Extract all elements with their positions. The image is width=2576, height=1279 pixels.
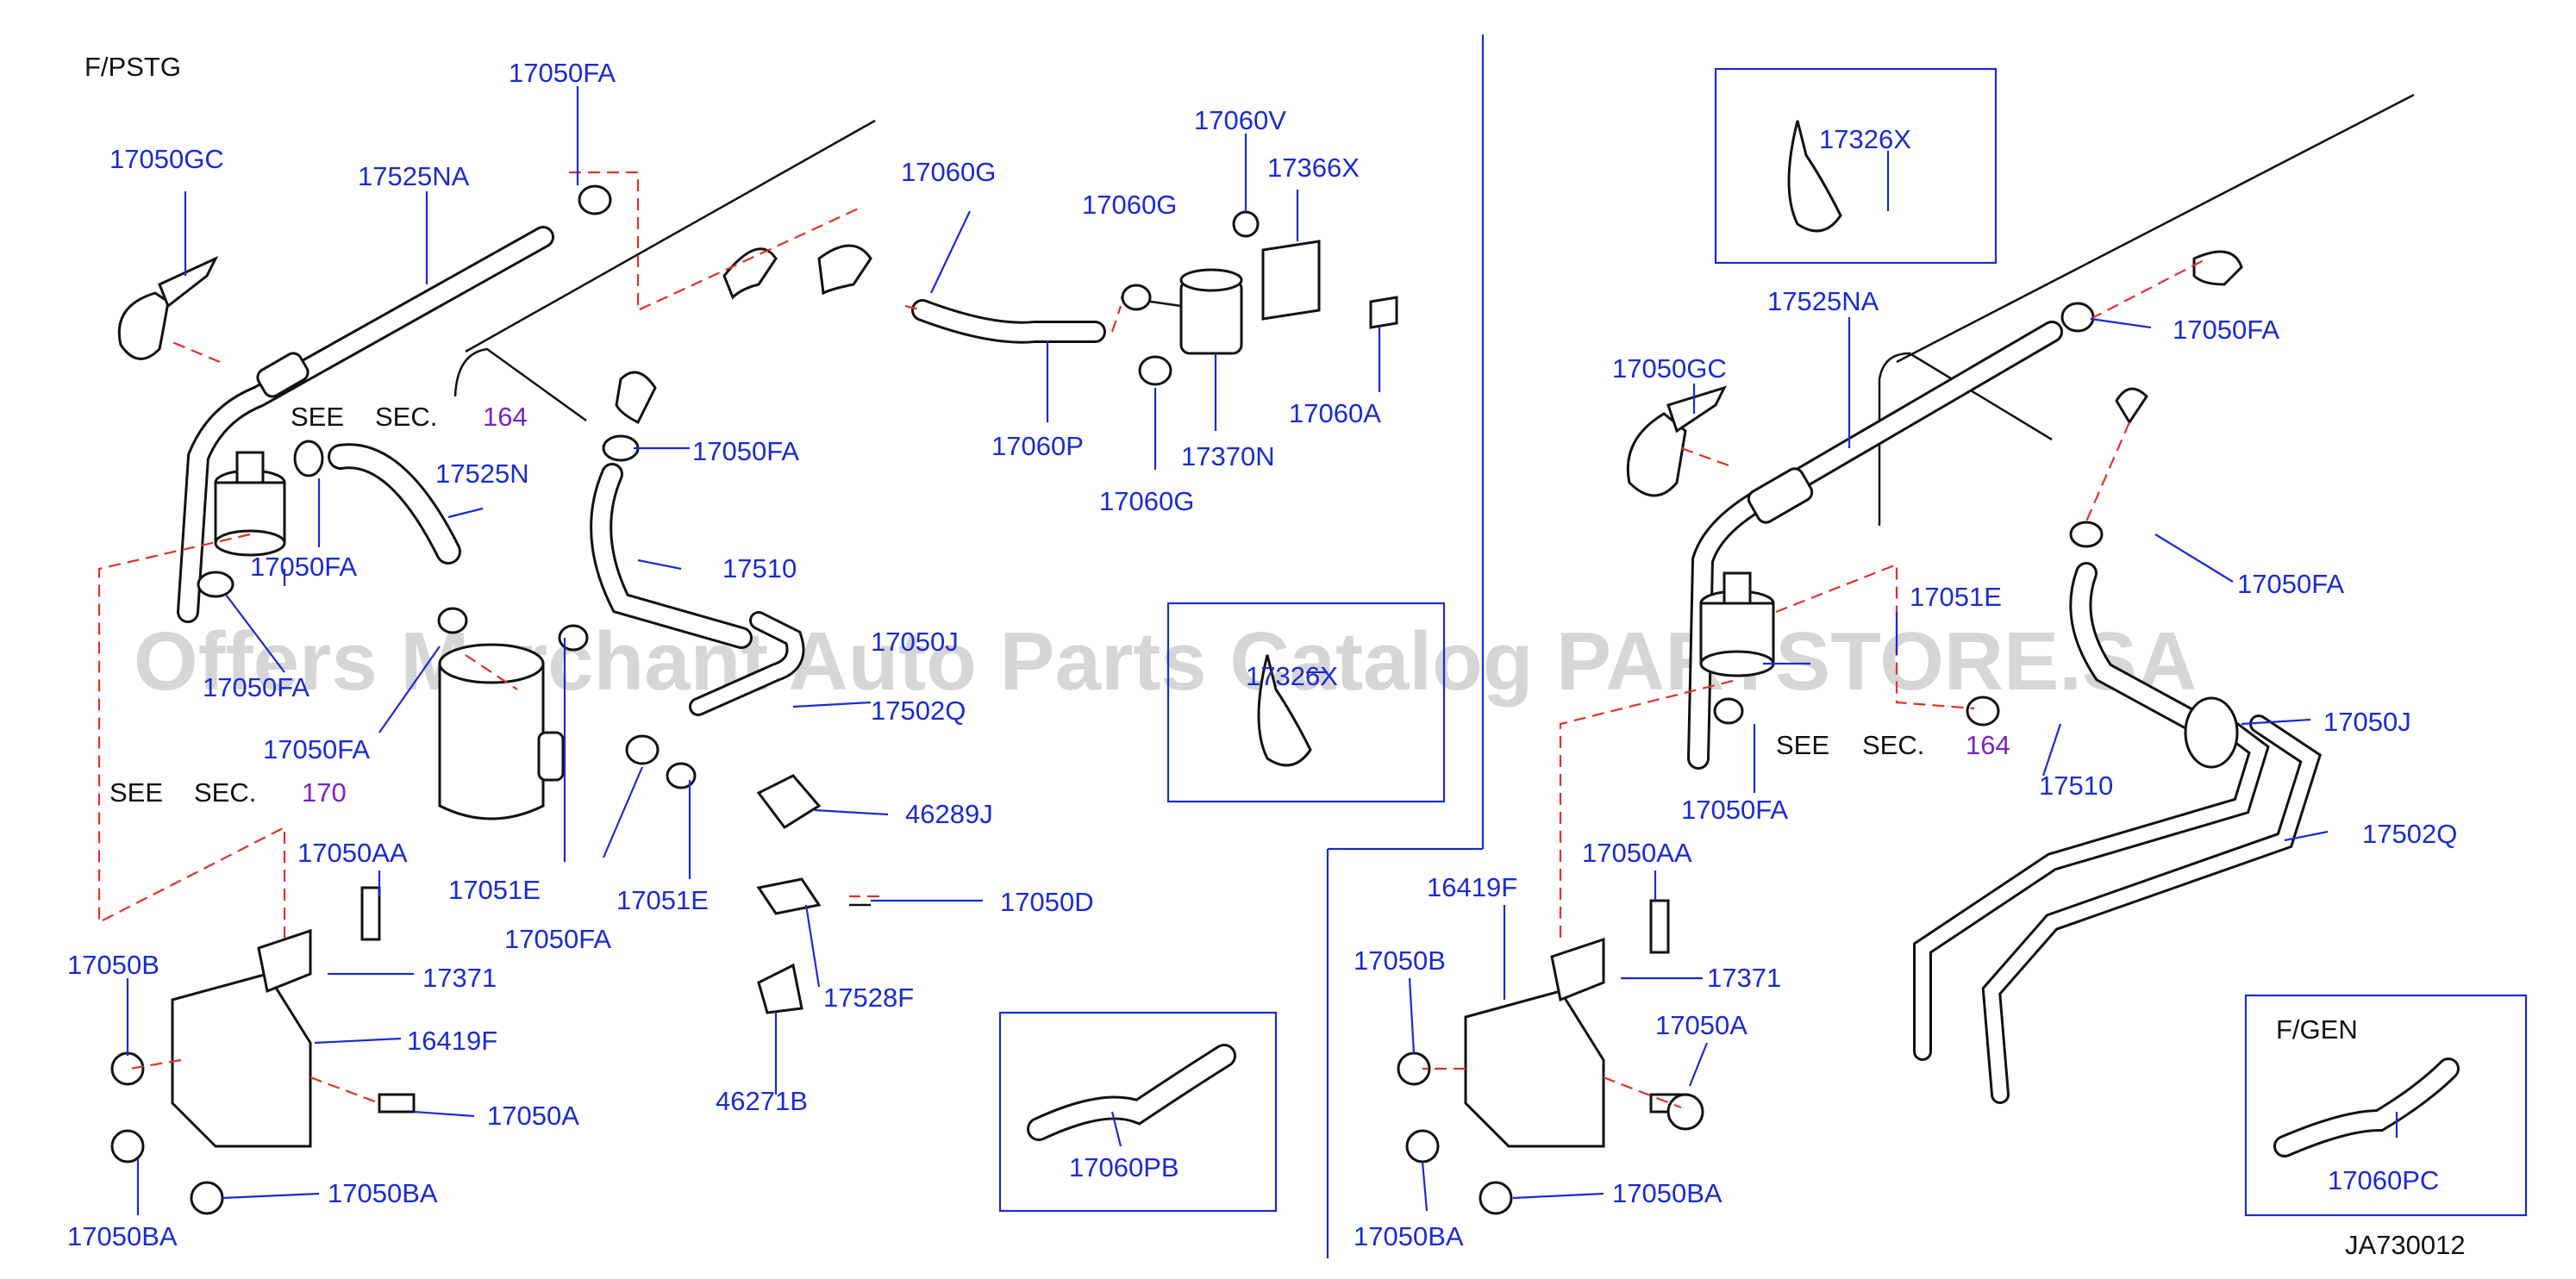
dashed-guides-left xyxy=(97,171,1122,1105)
section-link-164[interactable]: 164 xyxy=(1966,730,2010,760)
section-divider xyxy=(1326,34,1485,1258)
part-17371[interactable]: 17371 xyxy=(422,963,497,993)
part-17371[interactable]: 17371 xyxy=(1707,963,1781,993)
part-17050FA[interactable]: 17050FA xyxy=(2173,315,2279,345)
part-17050FA[interactable]: 17050FA xyxy=(692,436,799,466)
part-17050FA[interactable]: 17050FA xyxy=(504,924,611,954)
part-16419F[interactable]: 16419F xyxy=(407,1026,497,1056)
part-17050BA[interactable]: 17050BA xyxy=(328,1178,438,1208)
part-17050AA[interactable]: 17050AA xyxy=(1582,838,1692,868)
part-17525NA[interactable]: 17525NA xyxy=(1767,286,1879,316)
hose-17060P xyxy=(911,299,1106,344)
section-link-164[interactable]: 164 xyxy=(483,402,528,432)
callout-box-17326X-right xyxy=(1714,67,1998,265)
hose-17525N xyxy=(328,443,461,565)
sec-label: SEC. xyxy=(375,402,437,432)
bracket-17366X xyxy=(1232,210,1398,329)
part-17050D[interactable]: 17050D xyxy=(1000,887,1094,917)
part-17050AA[interactable]: 17050AA xyxy=(297,838,408,868)
part-17060G[interactable]: 17060G xyxy=(1082,190,1177,220)
see-label: SEE xyxy=(1776,730,1829,760)
leader-lines-left xyxy=(126,86,1381,1215)
tube-17502Q xyxy=(689,611,805,716)
tube-17510 xyxy=(590,463,753,649)
part-17050FA[interactable]: 17050FA xyxy=(250,552,357,582)
part-17050BA[interactable]: 17050BA xyxy=(67,1221,178,1251)
elbows-top-left xyxy=(615,244,872,425)
vapor-tube-17525NA-right xyxy=(1687,321,2063,770)
part-17060V[interactable]: 17060V xyxy=(1194,105,1286,135)
part-17050BA[interactable]: 17050BA xyxy=(1612,1178,1723,1208)
part-17525NA[interactable]: 17525NA xyxy=(358,161,470,191)
filter-17370N xyxy=(1120,268,1243,386)
part-46289J[interactable]: 46289J xyxy=(905,799,993,829)
see-label: SEE xyxy=(291,402,344,432)
part-46271B[interactable]: 46271B xyxy=(716,1086,808,1116)
see-label: SEE xyxy=(109,777,163,808)
part-17528F[interactable]: 17528F xyxy=(823,983,914,1013)
body-floor-outline-right xyxy=(1878,93,2415,526)
tube-17502Q-right xyxy=(1913,696,2322,1104)
part-17525N[interactable]: 17525N xyxy=(435,459,529,489)
variant-label-right: F/GEN xyxy=(2276,1014,2358,1045)
bracket-16419F-right xyxy=(1397,899,1704,1215)
clamp-group-left xyxy=(197,184,697,789)
part-17050J[interactable]: 17050J xyxy=(2323,707,2411,737)
part-17502Q[interactable]: 17502Q xyxy=(871,696,966,726)
vapor-tube-17525NA xyxy=(177,226,554,623)
tube-17510-right xyxy=(2069,562,2210,735)
body-floor-outline-left xyxy=(453,119,876,422)
part-17051E[interactable]: 17051E xyxy=(616,885,709,915)
callout-box-17326X-left xyxy=(1166,602,1446,803)
part-17060PB[interactable]: 17060PB xyxy=(1069,1152,1179,1182)
clip-17050GC-right xyxy=(1626,385,1727,497)
part-17050FA[interactable]: 17050FA xyxy=(509,58,616,88)
part-17050A[interactable]: 17050A xyxy=(487,1101,579,1131)
part-17051E[interactable]: 17051E xyxy=(448,875,541,905)
part-17060PC[interactable]: 17060PC xyxy=(2328,1165,2439,1195)
part-17050J[interactable]: 17050J xyxy=(871,627,959,657)
part-17326X[interactable]: 17326X xyxy=(1819,124,1911,154)
part-17050B[interactable]: 17050B xyxy=(67,950,159,980)
clip-group-center xyxy=(756,774,871,1014)
part-16419F[interactable]: 16419F xyxy=(1427,872,1517,902)
part-17510[interactable]: 17510 xyxy=(2039,771,2113,801)
part-17060A[interactable]: 17060A xyxy=(1289,398,1381,428)
callout-box-17060PC xyxy=(2244,994,2528,1217)
part-17050GC[interactable]: 17050GC xyxy=(1612,353,1727,384)
part-17060P[interactable]: 17060P xyxy=(991,431,1084,461)
canister-small-left xyxy=(214,451,286,557)
part-17366X[interactable]: 17366X xyxy=(1267,153,1360,183)
part-17050FA[interactable]: 17050FA xyxy=(203,672,309,702)
bracket-16419F-left xyxy=(110,886,416,1215)
part-17060G[interactable]: 17060G xyxy=(1099,486,1194,516)
canister-17051E xyxy=(438,643,565,820)
sec-label: SEC. xyxy=(1862,730,1924,760)
part-17510[interactable]: 17510 xyxy=(722,553,797,583)
leader-lines-right xyxy=(1408,317,2329,1212)
canister-small-right xyxy=(1699,571,1775,677)
diagram-id: JA730012 xyxy=(2345,1230,2466,1260)
callout-box-17060PB xyxy=(998,1011,1278,1213)
sec-label: SEC. xyxy=(194,777,256,808)
part-17050GC[interactable]: 17050GC xyxy=(109,144,224,174)
part-17050FA[interactable]: 17050FA xyxy=(1681,795,1788,825)
clip-17050GC xyxy=(117,255,219,360)
part-17050FA[interactable]: 17050FA xyxy=(263,734,370,764)
variant-label-left: F/PSTG xyxy=(84,52,181,82)
part-17050A[interactable]: 17050A xyxy=(1655,1010,1748,1040)
part-17502Q[interactable]: 17502Q xyxy=(2362,819,2457,849)
part-17370N[interactable]: 17370N xyxy=(1181,441,1275,471)
part-17051E[interactable]: 17051E xyxy=(1910,582,2002,612)
part-17060G[interactable]: 17060G xyxy=(901,157,996,187)
part-17326X[interactable]: 17326X xyxy=(1246,661,1338,691)
clamp-group-right xyxy=(1713,250,2243,727)
part-17050B[interactable]: 17050B xyxy=(1354,945,1446,976)
section-link-170[interactable]: 170 xyxy=(302,777,347,808)
part-17050FA[interactable]: 17050FA xyxy=(2237,569,2344,599)
part-17050BA[interactable]: 17050BA xyxy=(1354,1221,1464,1251)
